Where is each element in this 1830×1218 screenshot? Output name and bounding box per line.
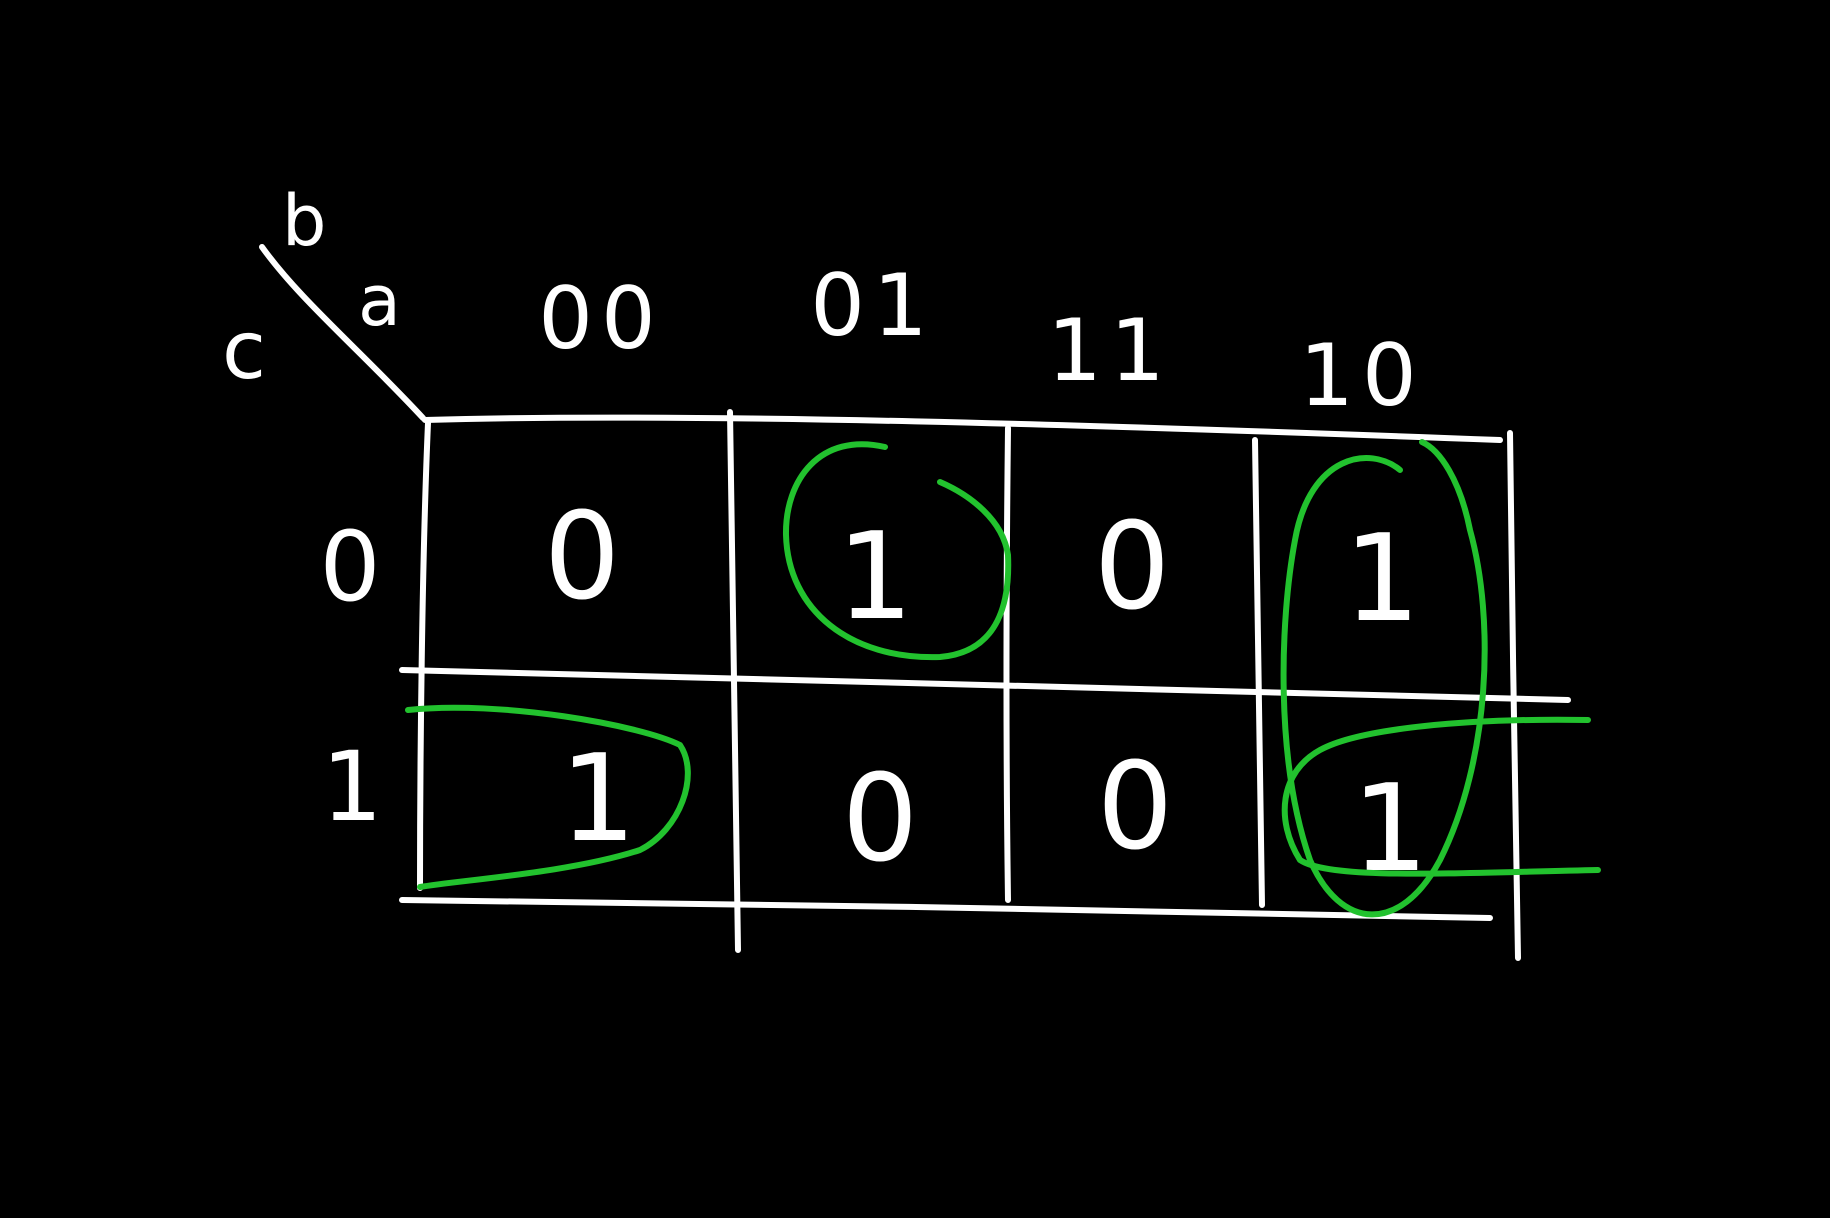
group-wrap-right-ab10 (1281, 716, 1601, 877)
cell-c1-ab01: 0 (842, 750, 918, 889)
corner-diagonal-line (259, 244, 426, 421)
column-header-11: 11 (1047, 301, 1172, 401)
grid-middle-line (399, 667, 1571, 703)
column-header-00: 00 (538, 269, 663, 369)
grid-col-line-1 (727, 409, 741, 953)
cell-c0-ab11: 0 (1094, 498, 1170, 637)
column-header-10: 10 (1299, 326, 1424, 426)
grid-right-line (1507, 430, 1521, 961)
grid-col-line-2 (1003, 425, 1011, 903)
group-vertical-column-ab10 (1280, 439, 1488, 918)
grid-bottom-line (399, 897, 1493, 921)
group-wrap-left-ab00 (405, 704, 691, 890)
grid-col-line-3 (1252, 437, 1265, 908)
grid-top-line (422, 414, 1503, 443)
row-header-0: 0 (319, 511, 380, 623)
row-header-1: 1 (321, 731, 382, 843)
group-circle-c0-ab01 (782, 441, 1012, 661)
cell-c0-ab00: 0 (544, 488, 620, 627)
cell-c0-ab01: 1 (837, 508, 913, 647)
corner-label-b: b (282, 180, 326, 262)
implicant-groups (405, 439, 1601, 918)
cell-c1-ab00: 1 (560, 730, 636, 869)
cell-c1-ab10: 1 (1352, 760, 1428, 899)
column-header-01: 01 (810, 256, 935, 356)
cell-c0-ab10: 1 (1344, 510, 1420, 649)
grid-left-line (417, 420, 431, 891)
corner-label-a: a (358, 260, 401, 342)
kmap-grid (399, 409, 1571, 961)
corner-label-c: c (222, 304, 266, 397)
cell-c1-ab11: 0 (1097, 738, 1173, 877)
